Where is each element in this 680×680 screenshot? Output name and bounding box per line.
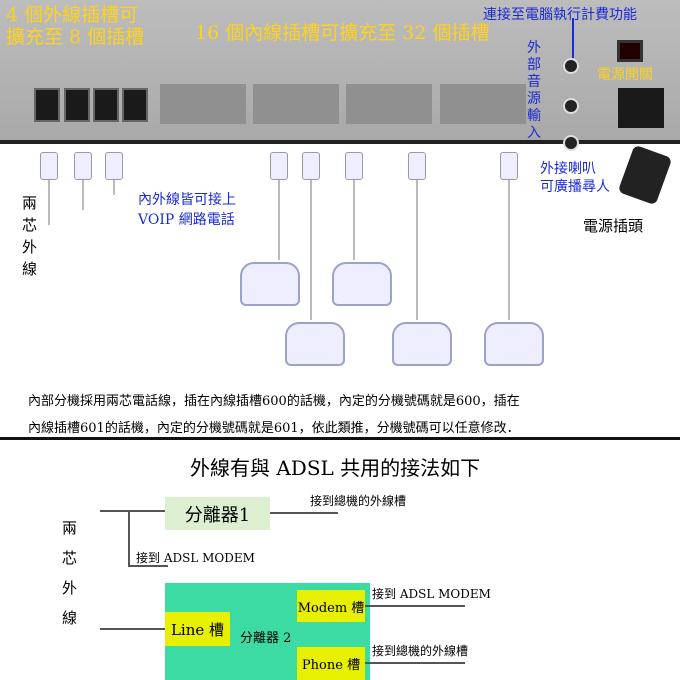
audio-port <box>563 98 579 114</box>
line <box>365 662 465 664</box>
outer-jack <box>93 88 119 122</box>
line <box>100 510 166 512</box>
to-adsl-1: 接到 ADSL MODEM <box>136 551 255 565</box>
billing-port <box>563 58 579 74</box>
wire <box>278 180 280 260</box>
inner-jack-group <box>160 84 246 124</box>
telephone <box>484 322 544 366</box>
power-switch <box>617 40 643 62</box>
inner-jack-group <box>253 84 339 124</box>
wire <box>48 180 50 225</box>
telephone <box>240 262 300 306</box>
line-slot: Line 槽 <box>165 612 230 646</box>
power-plug-label: 電源插頭 <box>583 217 644 235</box>
power-plug-icon <box>617 144 673 206</box>
wire <box>416 180 418 320</box>
phone-plug <box>302 152 320 180</box>
arrow-billing <box>572 18 574 58</box>
modem-slot: Modem 槽 <box>297 590 365 622</box>
line <box>128 565 168 567</box>
inner-jack-group <box>440 84 526 124</box>
description: 內部分機採用兩芯電話線，插在內線插槽600的話機，內定的分機號碼就是600，插在… <box>28 394 520 436</box>
billing-label: 連接至電腦執行計費功能 <box>483 7 637 23</box>
adsl-title: 外線有與 ADSL 共用的接法如下 <box>190 456 481 480</box>
to-adsl-2: 接到 ADSL MODEM <box>372 587 491 601</box>
telephone <box>285 322 345 366</box>
divider <box>0 437 680 440</box>
outer-jack <box>34 88 60 122</box>
speaker-label: 外接喇叭可廣播尋人 <box>540 161 610 195</box>
wire <box>508 180 510 320</box>
inner-jack-group <box>346 84 432 124</box>
phone-plug <box>408 152 426 180</box>
phone-slot: Phone 槽 <box>297 647 365 680</box>
inner-slots-label: 16 個內線插槽可擴充至 32 個插槽 <box>195 22 490 44</box>
power-socket <box>618 88 664 128</box>
wire <box>310 180 312 320</box>
outer-jack <box>122 88 148 122</box>
phone-plug <box>105 152 123 180</box>
wire <box>113 180 115 195</box>
telephone <box>332 262 392 306</box>
wire <box>353 180 355 260</box>
phone-plug <box>270 152 288 180</box>
to-host-1: 接到總機的外線槽 <box>310 494 407 508</box>
phone-plug <box>500 152 518 180</box>
to-host-2: 接到總機的外線槽 <box>372 644 469 658</box>
line <box>100 628 165 630</box>
speaker-port <box>563 135 579 151</box>
pbx-back-panel: 4 個外線插槽可擴充至 8 個插槽 16 個內線插槽可擴充至 32 個插槽 連接… <box>0 0 680 151</box>
splitter2-label: 分離器 2 <box>240 631 292 646</box>
audio-input-label: 外部音源輸入 <box>527 40 541 141</box>
outer-jack <box>64 88 90 122</box>
telephone <box>392 322 452 366</box>
splitter1: 分離器1 <box>165 497 270 530</box>
phone-plug <box>345 152 363 180</box>
line <box>365 605 465 607</box>
phone-plug <box>40 152 58 180</box>
power-switch-label: 電源開關 <box>597 67 653 83</box>
phone-plug <box>74 152 92 180</box>
line <box>270 512 338 514</box>
line <box>128 510 130 565</box>
two-wire-outer-label: 兩芯外線 <box>22 194 38 278</box>
two-wire-outer-label: 兩芯外線 <box>62 519 78 627</box>
wire <box>82 180 84 210</box>
outer-slots-label: 4 個外線插槽可擴充至 8 個插槽 <box>6 4 145 48</box>
